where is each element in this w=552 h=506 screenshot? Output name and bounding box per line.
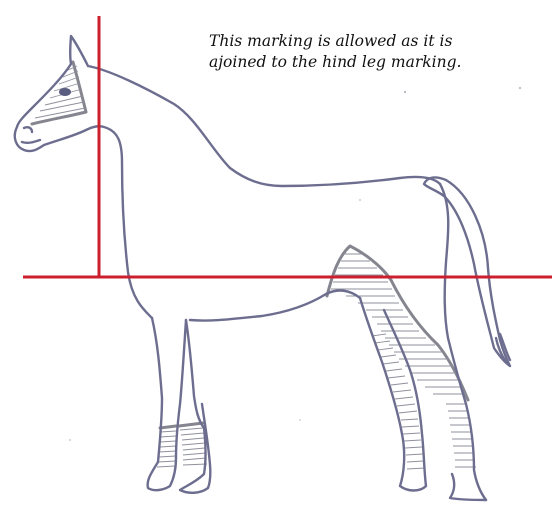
annotation-line-1: This marking is allowed as it is (209, 31, 529, 52)
marking-annotation: This marking is allowed as it is ajoined… (209, 31, 529, 73)
horse-nostril (24, 127, 32, 132)
annotation-line-2: ajoined to the hind leg marking. (209, 52, 529, 73)
horse-outline (15, 36, 510, 500)
horse-belly-outline (190, 291, 360, 321)
horse-eye (59, 88, 71, 96)
scan-specks (69, 87, 521, 441)
front-left-leg-outline (148, 318, 186, 490)
face-blaze-marking (32, 62, 86, 124)
front-right-sock-marking (179, 423, 207, 465)
horse-mouth (22, 140, 40, 143)
near-hind-hoof-outline (450, 474, 486, 500)
